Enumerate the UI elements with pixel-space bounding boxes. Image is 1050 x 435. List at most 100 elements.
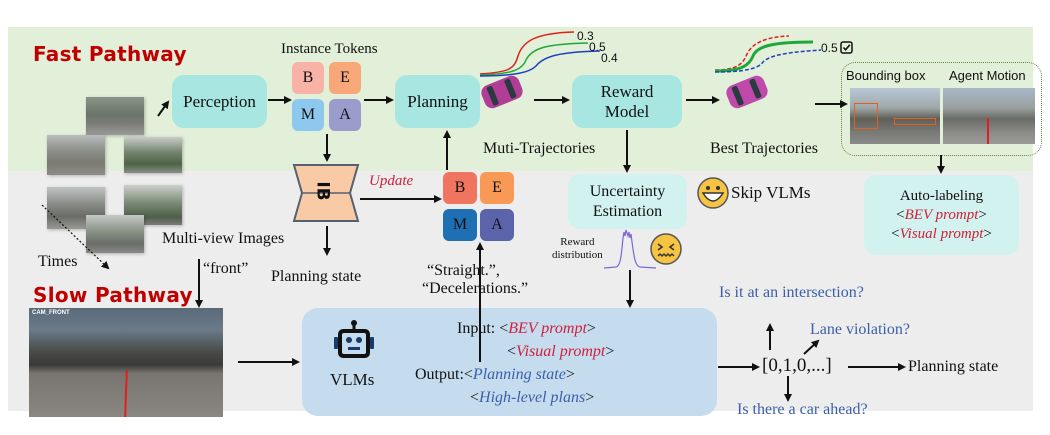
trajectory-blue — [479, 50, 601, 77]
best-trajectory-blue-dashed — [714, 49, 822, 73]
auto-labeling-box: Auto-labeling <BEV prompt> <Visual promp… — [864, 175, 1019, 255]
reward-distribution-label: Reward distribution — [552, 236, 603, 262]
agent-motion-path — [987, 118, 989, 144]
reward-distribution-line1: Reward — [560, 236, 595, 248]
multi-trajectories-graphic — [479, 31, 601, 109]
question-intersection: Is it at an intersection? — [719, 284, 864, 301]
update-text: Update — [369, 173, 414, 189]
token-a-letter: A — [339, 106, 351, 123]
updated-token-e-letter: E — [492, 179, 502, 196]
agent-motion-image — [943, 88, 1035, 144]
auto-labeling-visual-prompt: <Visual prompt> — [891, 225, 992, 242]
skip-vlms-label: Skip VLMs — [731, 183, 811, 202]
camera-image-front-left — [47, 135, 105, 175]
output-label: Output: — [415, 366, 464, 383]
updated-token-a-letter: A — [491, 216, 503, 233]
best-trajectory-score: 0.5 — [821, 41, 838, 55]
reward-model-label-line2: Model — [604, 101, 650, 121]
instance-tokens-grid: B E M A — [292, 62, 362, 132]
bounding-box-overlay — [854, 103, 878, 129]
auto-labeling-title: Auto-labeling — [899, 187, 984, 204]
multi-trajectories-label: Muti-Trajectories — [483, 140, 596, 157]
car-icon — [726, 75, 768, 109]
best-trajectory-red-dashed — [714, 35, 790, 71]
multi-view-images-label: Multi-view Images — [162, 230, 285, 247]
planning-box: Planning — [395, 75, 480, 128]
front-camera-image: CAM_FRONT — [29, 308, 223, 418]
token-a: A — [329, 99, 361, 131]
perception-box: Perception — [172, 75, 267, 128]
bounding-box-overlay — [894, 118, 936, 125]
slow-pathway-title: Slow Pathway — [33, 283, 193, 307]
confused-face-icon — [650, 233, 682, 265]
multi-view-images — [45, 95, 195, 255]
planning-label: Planning — [407, 91, 468, 111]
planning-state-label: Planning state — [271, 268, 362, 285]
vlm-input-line1: Input: <BEV prompt> — [457, 320, 596, 337]
high-level-command-line2: “Decelerations.” — [422, 280, 529, 297]
token-b: B — [292, 62, 324, 94]
instance-tokens-label: Instance Tokens — [281, 41, 378, 57]
reward-model-label-line1: Reward — [600, 81, 654, 101]
updated-token-m: M — [443, 209, 477, 241]
fast-pathway-title: Fast Pathway — [33, 42, 187, 66]
update-label: Update — [369, 173, 413, 190]
auto-labeling-visual-prompt-text: Visual prompt — [899, 225, 984, 242]
trajectory-green — [479, 42, 589, 76]
input-bev-prompt: BEV prompt — [508, 320, 587, 337]
bounding-box-label: Bounding box — [846, 68, 926, 83]
perception-label: Perception — [183, 91, 256, 111]
token-m: M — [292, 99, 324, 131]
camera-image-front-right — [124, 137, 182, 173]
updated-token-b-letter: B — [454, 179, 466, 196]
cam-front-label: CAM_FRONT — [32, 310, 70, 316]
vlm-output-line2: <High-level plans> — [470, 389, 595, 406]
trajectory-score-blue: 0.4 — [601, 51, 618, 65]
best-trajectories-label: Best Trajectories — [710, 140, 818, 157]
auto-labeling-bev-prompt-text: BEV prompt — [904, 206, 979, 223]
question-lane-violation: Lane violation? — [810, 321, 910, 338]
best-trajectory-green — [714, 40, 814, 73]
output-planning-state: Planning state — [472, 366, 566, 383]
input-visual-prompt: Visual prompt — [516, 343, 606, 360]
car-icon — [481, 75, 523, 109]
token-e-letter: E — [340, 69, 350, 86]
bounding-box-image — [850, 88, 940, 144]
question-car-ahead: Is there a car ahead? — [737, 401, 868, 418]
token-m-letter: M — [300, 106, 316, 123]
reward-distribution-plot — [603, 229, 657, 269]
updated-token-e: E — [480, 172, 514, 204]
arrow-images-to-perception — [157, 100, 170, 117]
arrow-times — [41, 204, 110, 270]
reward-model-box: Reward Model — [572, 75, 682, 128]
uncertainty-label-line2: Estimation — [592, 202, 663, 220]
token-b-letter: B — [302, 69, 314, 86]
reward-distribution-line2: distribution — [552, 249, 603, 261]
updated-token-b: B — [443, 172, 477, 204]
trajectory-red — [479, 31, 575, 75]
arrow-vector-to-lane — [803, 339, 820, 355]
uncertainty-estimation-box: Uncertainty Estimation — [568, 174, 687, 229]
agent-motion-label: Agent Motion — [949, 68, 1026, 83]
best-trajectories-graphic — [714, 35, 822, 109]
high-level-command-line1: “Straight.”, — [427, 262, 500, 279]
vlms-label: VLMs — [330, 370, 375, 389]
information-bottleneck-block — [292, 164, 360, 222]
vlm-output-line1: Output:<Planning state> — [415, 366, 575, 383]
camera-image-back — [86, 215, 144, 253]
vlm-input-line2: <Visual prompt> — [507, 343, 615, 360]
updated-token-m-letter: M — [452, 216, 468, 233]
happy-face-icon — [697, 177, 729, 209]
trajectory-score-green: 0.5 — [589, 40, 606, 54]
output-high-level-plans: High-level plans — [479, 389, 586, 406]
input-label: Input: — [457, 320, 500, 337]
camera-image-front — [86, 97, 144, 135]
token-e: E — [329, 62, 361, 94]
trajectory-score-red: 0.3 — [577, 29, 594, 43]
front-label: “front” — [203, 260, 249, 277]
planning-state-vector: [0,1,0,...] — [762, 355, 832, 376]
checkbox-checked-icon — [840, 41, 853, 54]
vlm-box — [302, 308, 717, 416]
updated-tokens-grid: B E M A — [443, 172, 518, 242]
